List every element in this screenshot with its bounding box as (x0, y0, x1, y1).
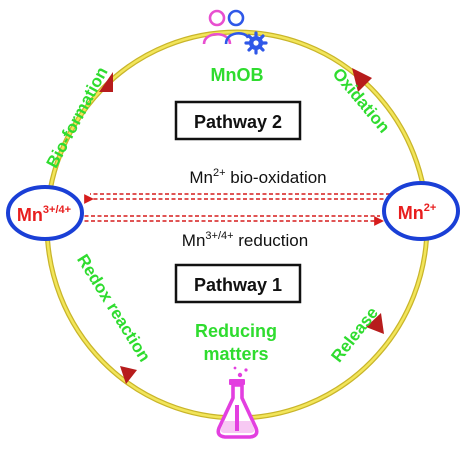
mnob-label: MnOB (211, 65, 264, 85)
ring-arrowhead-oxidation (352, 68, 372, 92)
arc-label-redox-reaction: Redox reaction (73, 251, 154, 365)
pathway-1-box: Pathway 1 (174, 263, 302, 304)
reducing-label-line2: matters (203, 344, 268, 364)
pathway-2-label: Pathway 2 (194, 112, 282, 132)
pathway-1-label: Pathway 1 (194, 275, 282, 295)
pathway-2-box: Pathway 2 (174, 100, 302, 141)
mn-reduced-node: Mn2+ (382, 181, 460, 241)
mn-oxidized-node: Mn3+/4+ (6, 185, 84, 241)
arc-label-bio-formation: Bio-formation (43, 64, 112, 171)
microbe-user-gear-icon (202, 9, 268, 55)
mn-oxidized-label: Mn3+/4+ (17, 204, 71, 225)
reduction-label: Mn3+/4+ reduction (182, 230, 308, 250)
ring-arrowhead-release (366, 313, 384, 334)
bio-oxidation-arrow (84, 193, 390, 204)
bio-oxidation-label: Mn2+ bio-oxidation (189, 167, 326, 187)
mn-reduced-label: Mn2+ (398, 202, 437, 223)
reduction-arrow (78, 215, 384, 226)
flask-icon (216, 366, 259, 439)
ring-arrowhead-bio-formation (99, 72, 113, 92)
reducing-label-line1: Reducing (195, 321, 277, 341)
ring-arrowhead-redox (120, 366, 137, 384)
